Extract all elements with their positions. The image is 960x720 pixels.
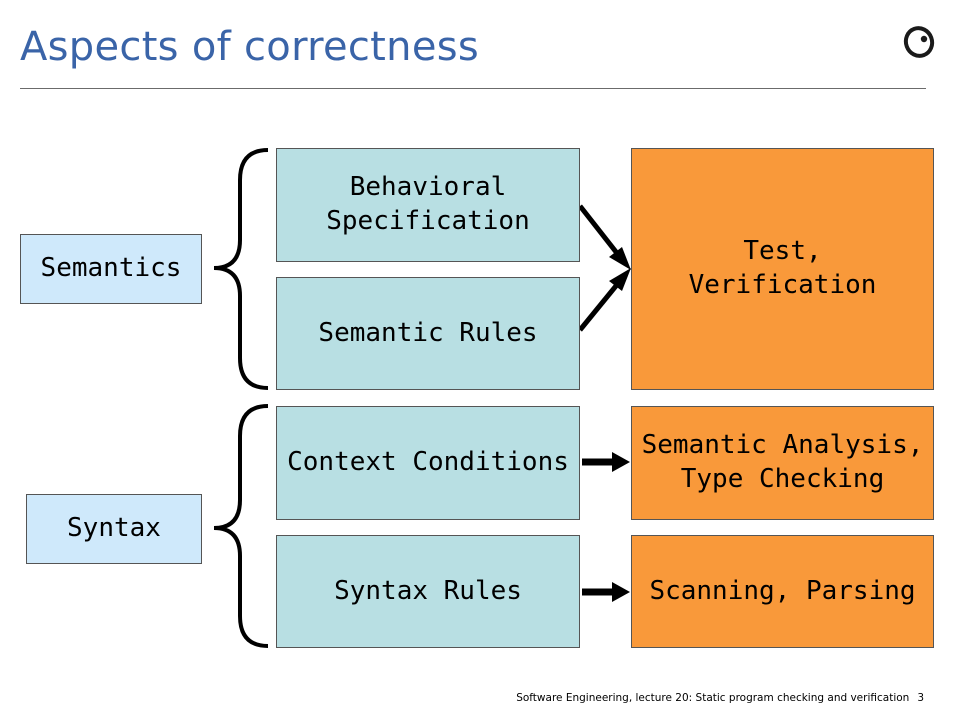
scanning-parsing-box: Scanning, Parsing (631, 535, 934, 648)
semantics-label: Semantics (40, 253, 182, 284)
title-divider (20, 88, 926, 89)
page-number: 3 (917, 692, 924, 704)
semantic-rules-box: Semantic Rules (276, 277, 580, 390)
slide-footer: Software Engineering, lecture 20: Static… (516, 692, 924, 704)
arrowhead-semantic-rules (609, 268, 631, 291)
semantics-box: Semantics (20, 234, 202, 304)
semantic-analysis-label: Semantic Analysis, Type Checking (641, 430, 924, 494)
syntax-rules-box: Syntax Rules (276, 535, 580, 648)
semantic-analysis-box: Semantic Analysis, Type Checking (631, 406, 934, 520)
syntax-brace (213, 404, 269, 648)
eth-logo-icon (903, 26, 935, 58)
arrowhead-context (612, 452, 630, 472)
test-verification-box: Test, Verification (631, 148, 934, 390)
arrow-behavioral-to-test (578, 204, 622, 259)
behavioral-specification-box: Behavioral Specification (276, 148, 580, 262)
context-conditions-box: Context Conditions (276, 406, 580, 520)
semantics-brace (213, 148, 269, 390)
arrowhead-syntax (612, 582, 630, 602)
syntax-box: Syntax (26, 494, 202, 564)
semantic-rules-label: Semantic Rules (318, 317, 538, 348)
scanning-parsing-label: Scanning, Parsing (649, 575, 916, 606)
syntax-rules-label: Syntax Rules (334, 575, 522, 606)
slide-title: Aspects of correctness (20, 24, 480, 70)
behavioral-specification-label: Behavioral Specification (326, 172, 530, 236)
context-conditions-label: Context Conditions (287, 447, 569, 478)
footer-text: Software Engineering, lecture 20: Static… (516, 692, 910, 704)
arrow-semantic-rules-to-test (578, 279, 622, 332)
syntax-label: Syntax (67, 513, 161, 544)
test-verification-label: Test, Verification (688, 236, 877, 300)
arrowhead-behavioral (609, 247, 631, 270)
